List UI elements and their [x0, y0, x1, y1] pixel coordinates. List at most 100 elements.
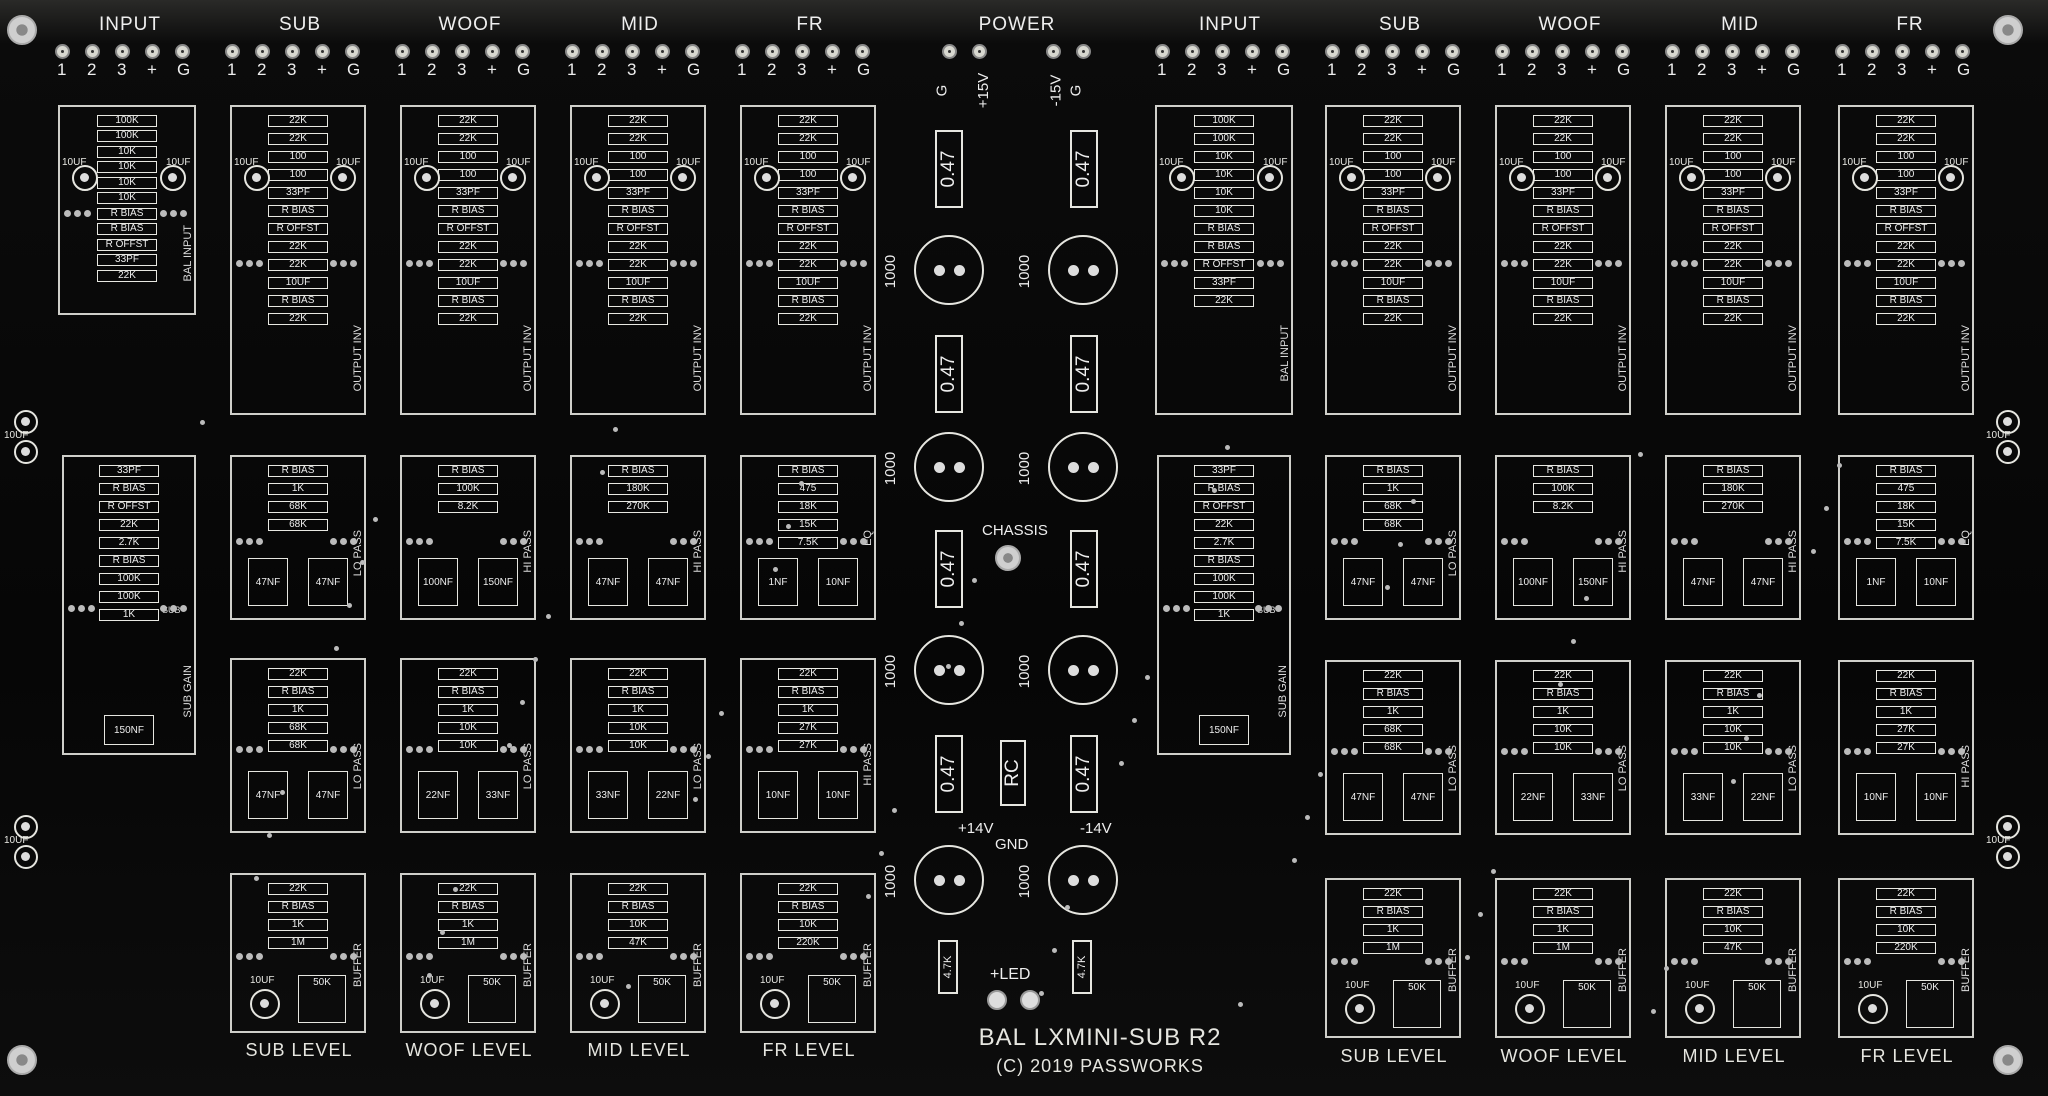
module-label: OUTPUT INV: [862, 325, 874, 392]
via: [1731, 779, 1736, 784]
resistor: 1K: [1194, 609, 1254, 621]
via: [719, 711, 724, 716]
resistor: 1K: [99, 609, 159, 621]
film-capacitor: 150NF: [1573, 558, 1613, 606]
pin-label: 1: [1157, 60, 1167, 79]
solder-pad: [350, 537, 357, 545]
solder-pad: [1844, 958, 1851, 965]
solder-pad: [416, 537, 423, 545]
via: [1491, 869, 1496, 874]
resistor: R BIAS: [1363, 295, 1423, 307]
solder-pad: [586, 745, 593, 753]
solder-pad: [670, 953, 677, 960]
electrolytic-capacitor: [590, 989, 620, 1019]
potentiometer: 50K: [638, 975, 686, 1023]
solder-pad: [1425, 260, 1432, 267]
via: [427, 973, 432, 978]
capacitor-value: 1000: [1016, 254, 1034, 289]
resistor: R BIAS: [1363, 205, 1423, 217]
solder-pad: [1615, 958, 1622, 965]
module-outline-buffer_fr: [740, 873, 876, 1033]
solder-pad: [520, 260, 527, 267]
resistor: R BIAS: [1363, 906, 1423, 918]
cap-label: 10UF: [590, 975, 615, 986]
solder-pad: [680, 537, 687, 545]
header-pin: [85, 44, 100, 59]
solder-pad: [1161, 260, 1168, 267]
via: [267, 833, 272, 838]
pin-label: 3: [797, 60, 807, 79]
resistor: R BIAS: [1533, 688, 1593, 700]
mounting-hole: [1993, 1045, 2023, 1075]
solder-pad: [1255, 605, 1262, 612]
resistor: R BIAS: [268, 465, 328, 477]
solder-pad: [1785, 747, 1792, 755]
resistor: 100: [268, 151, 328, 163]
module-label: BAL INPUT: [182, 225, 194, 282]
cap-label: 10UF: [744, 157, 769, 168]
header-pin: [1865, 44, 1880, 59]
resistor: 1M: [438, 937, 498, 949]
module-outline-output_inv: [740, 105, 876, 415]
solder-pad: [1854, 260, 1861, 267]
resistor: 100K: [99, 591, 159, 603]
resistor: 22K: [1533, 888, 1593, 900]
resistor: 100K: [97, 115, 157, 127]
header-pin: [1325, 44, 1340, 59]
resistor: 1K: [1363, 483, 1423, 495]
solder-pad: [670, 745, 677, 753]
header-pin: [345, 44, 360, 59]
cap-label: 10UF: [1263, 157, 1288, 168]
chassis-hole: [995, 545, 1021, 571]
resistor: 22K: [438, 259, 498, 271]
via: [946, 664, 951, 669]
power-pin: [942, 44, 957, 59]
via: [453, 887, 458, 892]
resistor: 10K: [97, 176, 157, 189]
solder-pad: [426, 537, 433, 545]
via: [799, 481, 804, 486]
solder-pad: [350, 953, 357, 960]
solder-pad: [236, 537, 243, 545]
resistor: R BIAS: [1876, 465, 1936, 477]
resistor: 10UF: [778, 277, 838, 289]
film-capacitor: 33NF: [1573, 773, 1613, 821]
resistor: 22K: [438, 241, 498, 253]
film-capacitor: 33NF: [478, 771, 518, 819]
cap-label: 10UF: [760, 975, 785, 986]
solder-pad: [1501, 958, 1508, 965]
solder-pad: [850, 260, 857, 267]
pin-label: +: [657, 60, 667, 79]
potentiometer: 50K: [1393, 980, 1441, 1028]
header-pin: [225, 44, 240, 59]
pin-label: G: [1277, 60, 1291, 79]
pin-label: 3: [1897, 60, 1907, 79]
solder-pad: [1615, 747, 1622, 755]
resistor: 10UF: [608, 277, 668, 289]
solder-pad: [500, 745, 507, 753]
resistor: 100: [1363, 151, 1423, 163]
resistor: 22K: [608, 259, 668, 271]
header-pin: [1555, 44, 1570, 59]
solder-pad: [1681, 958, 1688, 965]
header-pin: [825, 44, 840, 59]
pin-label: +: [1247, 60, 1257, 79]
module-outline-fr_hi_pass: [1838, 660, 1974, 835]
solder-pad: [746, 745, 753, 753]
resistor-value: 0.47: [1073, 550, 1094, 588]
solder-pad: [860, 260, 867, 267]
resistor: 22K: [1533, 670, 1593, 682]
resistor: 68K: [268, 740, 328, 752]
via: [1132, 718, 1137, 723]
pin-label: +: [827, 60, 837, 79]
resistor: R OFFST: [99, 501, 159, 513]
minus14-label: -14V: [1080, 820, 1112, 837]
resistor: 100: [1876, 151, 1936, 163]
resistor: R BIAS: [1703, 465, 1763, 477]
resistor: R BIAS: [438, 465, 498, 477]
film-capacitor: 47NF: [1343, 773, 1383, 821]
solder-pad: [1521, 747, 1528, 755]
power-pin: [1076, 44, 1091, 59]
module-outline-output_inv: [1495, 105, 1631, 415]
header-pin: [1695, 44, 1710, 59]
